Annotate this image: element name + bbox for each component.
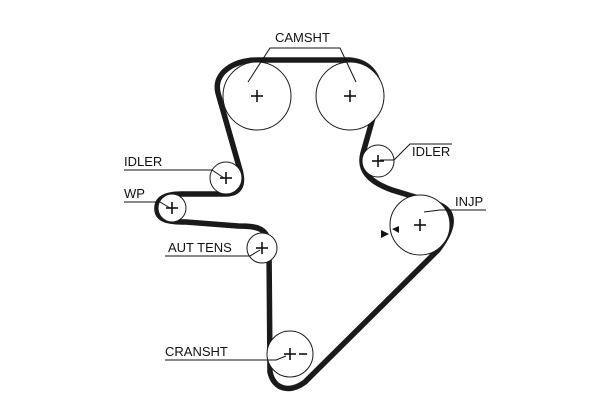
injection-pump-label: INJP (455, 194, 483, 209)
plus-icon (372, 155, 384, 167)
idler-left-label: IDLER (124, 154, 162, 169)
camshaft-pulley-right (315, 61, 385, 131)
camshaft-pulley-left (222, 61, 292, 131)
crankshaft-leader (165, 355, 287, 361)
idler-pulley-right (361, 144, 395, 178)
auto-tensioner-label: AUT TENS (168, 240, 232, 255)
camshaft-leader (247, 47, 357, 83)
plus-icon (414, 219, 426, 231)
water-pump-leader (124, 201, 171, 209)
plus-icon (220, 172, 232, 184)
injection-pump-leader (423, 209, 486, 213)
triangle-pointer-icon (381, 226, 399, 238)
crankshaft-label: CRANSHT (165, 344, 228, 359)
plus-icon (284, 348, 296, 360)
idler-right-leader (380, 143, 452, 161)
plus-icon (256, 242, 268, 254)
plus-icon (166, 202, 178, 214)
camshaft-label: CAMSHT (275, 30, 330, 45)
water-pump-pulley (157, 193, 187, 223)
leader-lines (124, 47, 486, 361)
auto-tensioner-pulley (246, 232, 278, 264)
plus-icon (344, 90, 356, 102)
auto-tensioner-leader (165, 249, 261, 257)
plus-icon (251, 90, 263, 102)
idler-right-label: IDLER (412, 144, 450, 159)
crankshaft-pulley (266, 330, 314, 378)
idler-pulley-left (209, 161, 243, 195)
idler-left-leader (124, 169, 225, 179)
water-pump-label: WP (124, 186, 145, 201)
injection-pump-pulley (389, 194, 451, 256)
